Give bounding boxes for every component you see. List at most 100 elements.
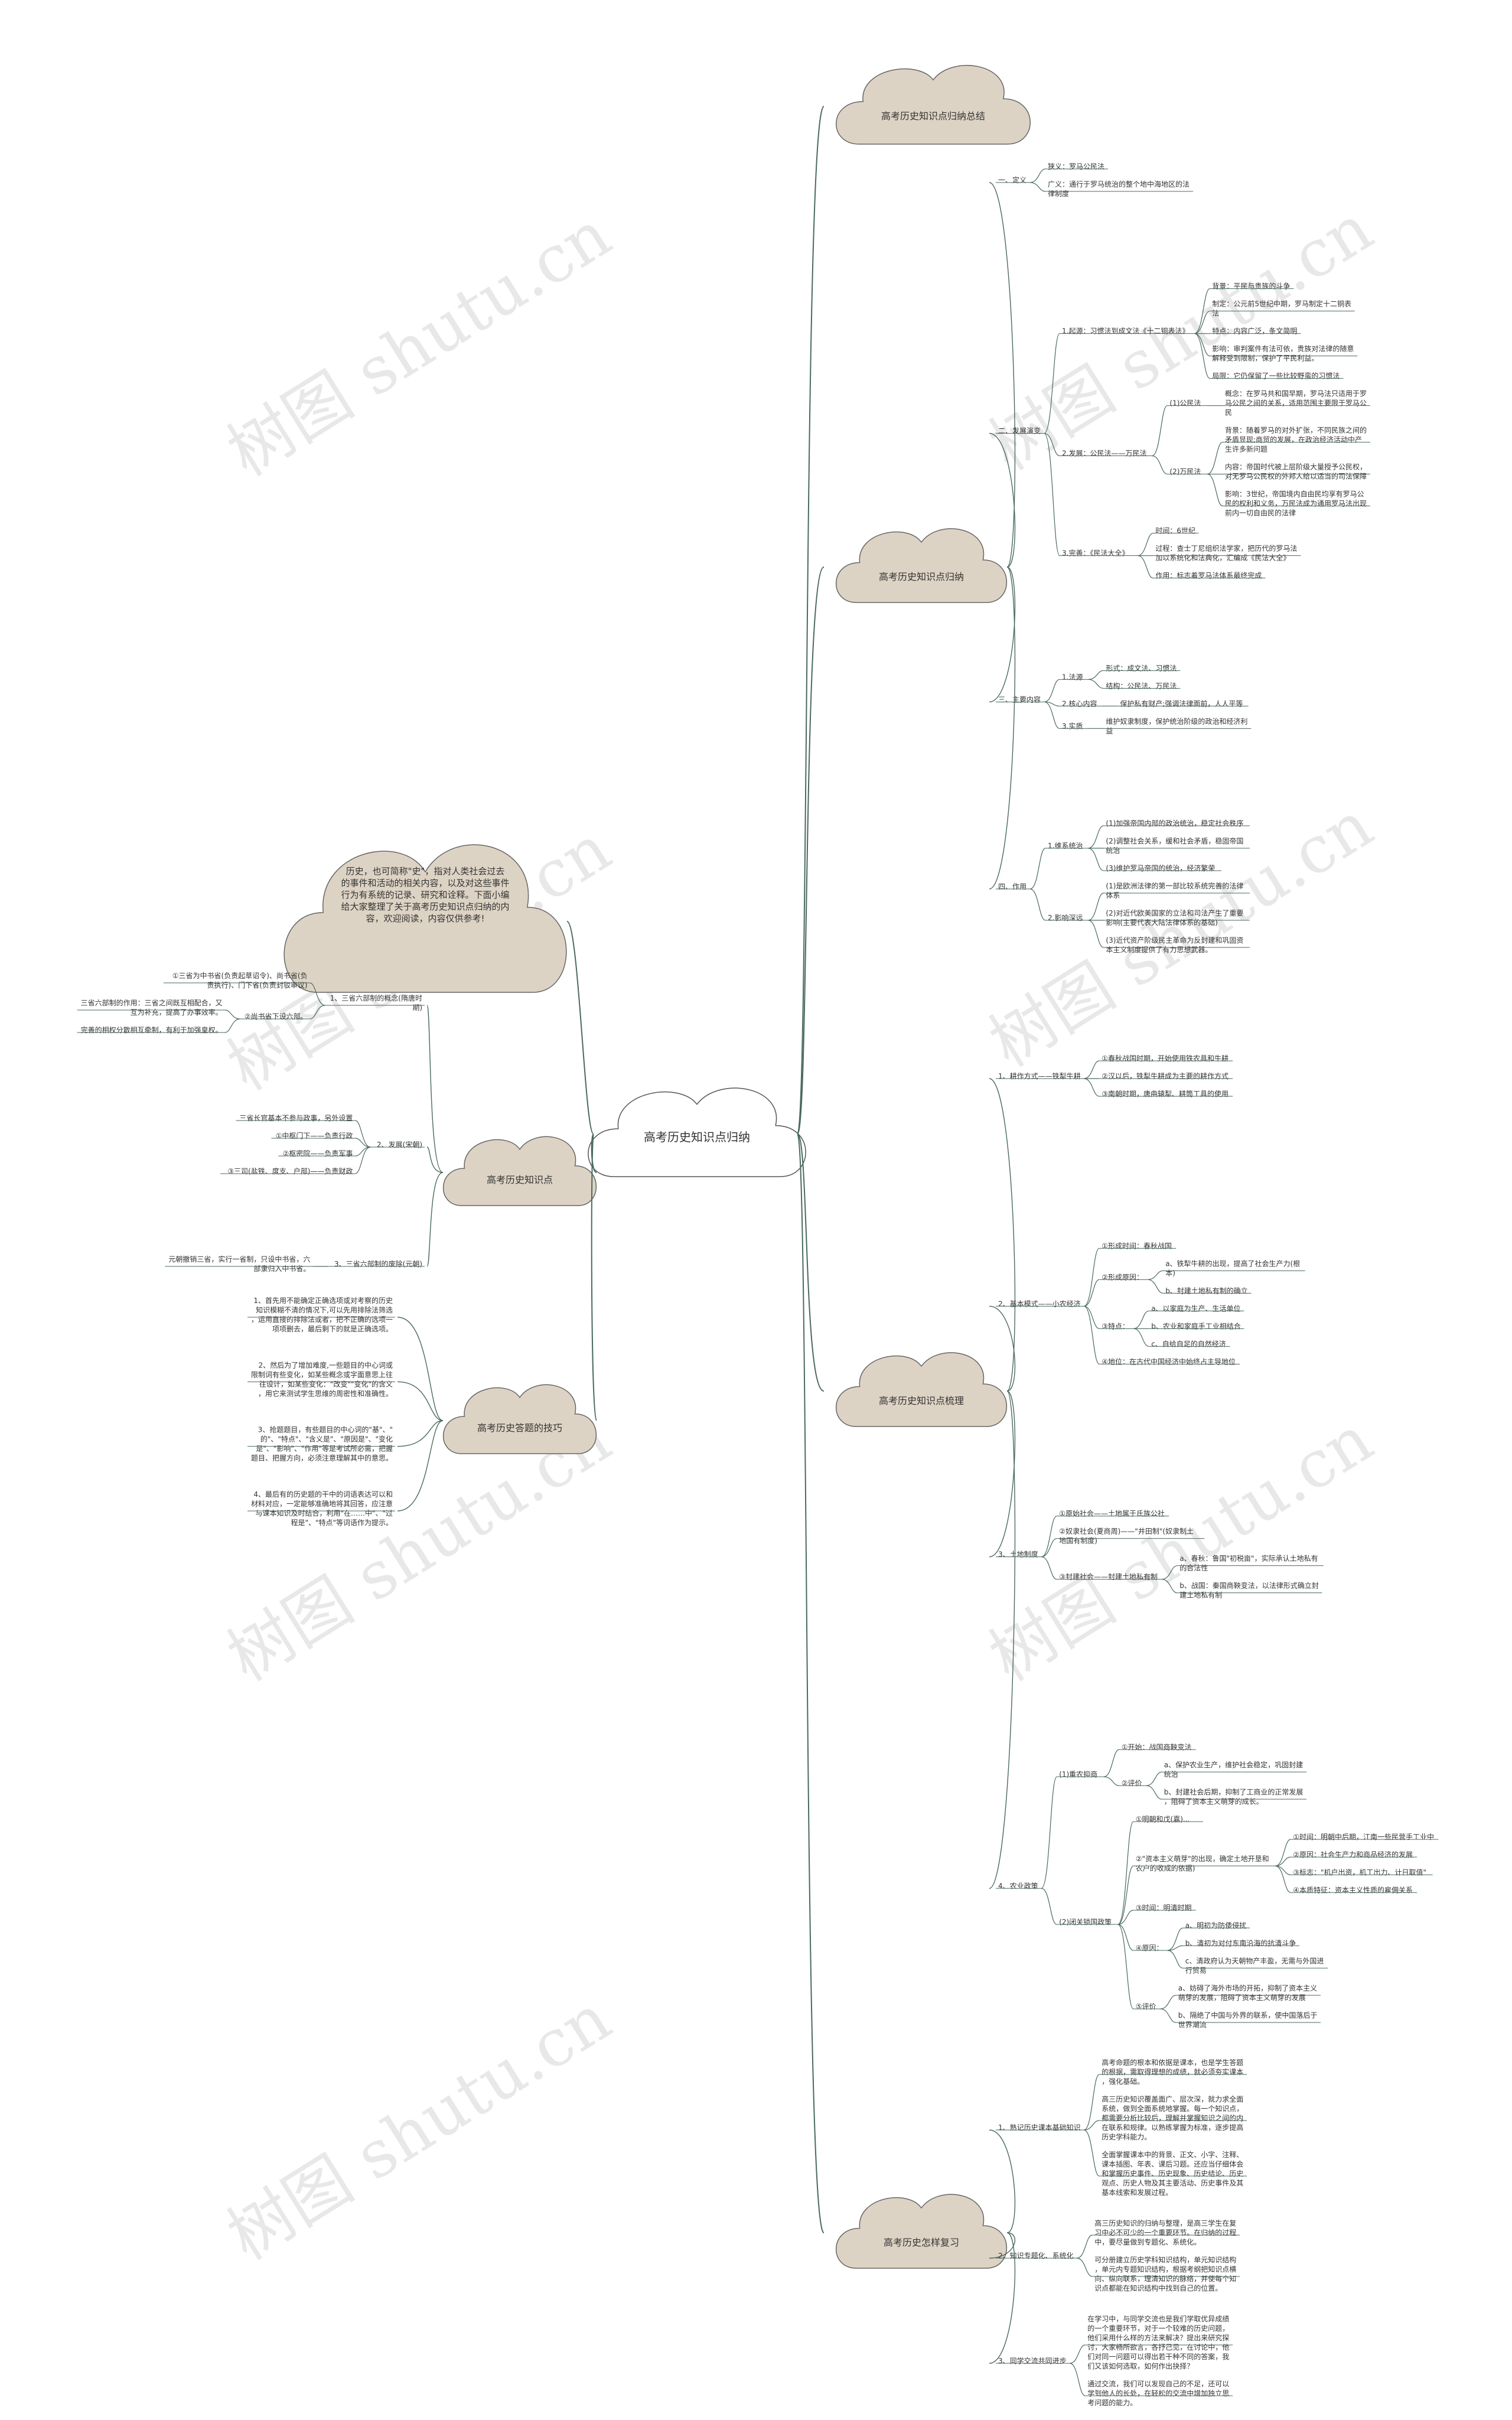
connector [1152, 405, 1168, 457]
topic-node: 作用：标志着罗马法体系最终完成 [1155, 571, 1262, 580]
topic-node: 三、主要内容 [998, 695, 1041, 703]
topic-node: 2.影响深远 [1048, 913, 1083, 922]
connector [989, 2232, 1016, 2364]
topic-node: (1)是欧洲法律的第一部比较系统完善的法律体系 [1106, 881, 1243, 900]
topic-node: 形式：成文法、习惯法 [1106, 663, 1177, 672]
topic-node: (1)公民法 [1169, 399, 1201, 408]
connector [1083, 2074, 1100, 2131]
topic-node: 2、基本模式——小农经济 [998, 1299, 1081, 1308]
connector [1029, 888, 1046, 921]
topic-node: 3、同学交流共同进步 [998, 2356, 1067, 2365]
topic-node: 1、熟记历史课本基础知识 [998, 2123, 1081, 2132]
connector [1207, 474, 1223, 507]
connector [1084, 1279, 1100, 1307]
connector [989, 566, 1016, 890]
topic-node: ③南朝时期，唐曲辕犁、耕筒工具的使用 [1102, 1089, 1228, 1098]
connector [1275, 1865, 1291, 1875]
topic-node: ②尚书省下设六部。 [245, 1012, 308, 1021]
topic-node: 三省六部制的作用：三省之间既互相配合，又互为补充，提高了办事效率。 [81, 998, 223, 1017]
connector [355, 1138, 371, 1148]
topic-node: 高考命题的根本和依据是课本，也是学生答题的根据，需取得理想的成绩，就必须夯实课本… [1102, 2058, 1243, 2086]
connector [989, 1078, 1016, 1392]
topic-node: 3、三省六部制的废除(元朝) [334, 1259, 422, 1268]
connector [397, 1420, 444, 1512]
branch-title: 高考历史知识点梳理 [879, 1395, 964, 1406]
topic-node: 广义：通行于罗马统治的整个地中海地区的法律制度 [1048, 180, 1190, 198]
topic-node: 3、抢题题目，有些题目的中心词的"基"、"的"、"特点"、"含义是"、"原因是"… [251, 1425, 393, 1463]
connector [989, 182, 1016, 568]
topic-node: 1.维系统治 [1048, 842, 1083, 850]
branch-connector [566, 921, 594, 1135]
topic-node: 狭义：罗马公民法 [1048, 162, 1104, 171]
root-title: 高考历史知识点归纳 [644, 1130, 750, 1144]
connector [1160, 1995, 1176, 2009]
topic-node: 背景：随着罗马的对外扩张，不同民族之间的矛盾显现;商贸的发展，在政治经济活动中产… [1225, 426, 1367, 454]
topic-node: a、铁犁牛耕的出现，提高了社会生产力(根本) [1165, 1259, 1300, 1277]
cloud-shape [836, 65, 1031, 145]
branch-connector [591, 1134, 597, 1421]
topic-node: 局限：它仍保留了一些比较野蛮的习惯法 [1212, 372, 1340, 380]
topic-node: ③时间：明清时期 [1136, 1904, 1192, 1912]
topic-node: ④本质特征：资本主义性质的雇佣关系 [1293, 1885, 1413, 1894]
topic-node: 四、作用 [998, 882, 1027, 891]
branch-connector [591, 1134, 597, 1173]
connector [1138, 555, 1153, 579]
connector [989, 566, 1016, 703]
topic-node: 4、农业政策 [998, 1882, 1038, 1890]
connector [1088, 893, 1104, 921]
connector [1146, 1785, 1162, 1800]
topic-node: ②评价 [1122, 1779, 1142, 1787]
connector [355, 1147, 371, 1157]
cloud-shape [442, 1136, 597, 1206]
connector [1041, 1776, 1057, 1889]
topic-node: ②"资本主义萌芽"的出现，确定土地开垦和农户的收成的依据) [1136, 1854, 1269, 1872]
topic-node: 时间：6世纪 [1155, 527, 1195, 535]
branch-node[interactable]: 高考历史答题的技巧 [442, 1384, 597, 1454]
topic-node: 3、土地制度 [998, 1550, 1038, 1559]
connector [1148, 1270, 1164, 1280]
topic-node: ②奴隶社会(夏商周)——"井田制"(奴隶制土地国有制度) [1059, 1527, 1194, 1545]
connector [1117, 1910, 1133, 1925]
connector [1044, 433, 1060, 556]
topic-node: (3)近代资产阶级民主革命为反封建和巩固资本主义制度提供了有力思想武器。 [1106, 936, 1243, 954]
connector [355, 1120, 371, 1148]
connector [355, 1147, 371, 1174]
branch-node[interactable]: 高考历史知识点 [442, 1136, 597, 1206]
connector [1070, 2344, 1086, 2364]
connector [1044, 333, 1060, 434]
branch-title: 高考历史答题的技巧 [477, 1422, 562, 1434]
connector [1084, 1078, 1100, 1097]
topic-node: a、以家庭为生产、生活单位 [1151, 1304, 1240, 1312]
connector [1194, 333, 1210, 379]
topic-node: 2.发展：公民法——万民法 [1062, 449, 1146, 458]
topic-node: ①三省为中书省(负责起草诏令)、尚书省(负责执行)、门下省(负责封驳审议) [172, 971, 308, 989]
topic-node: 全面掌握课本中的背景、正文、小字、注释、课本插图、年表、课后习题。还应当仔细体会… [1102, 2150, 1243, 2197]
connector [1041, 1516, 1057, 1558]
topic-node: 内容：帝国时代被上层阶级大量授予公民权，对无罗马公民权的外邦人给以适当的司法保障 [1225, 462, 1367, 481]
branch-node[interactable]: 高考历史知识点归纳 [836, 528, 1008, 603]
connector [1167, 1945, 1183, 1951]
connector [1084, 1305, 1100, 1329]
connector [1275, 1856, 1291, 1867]
connector [1167, 1927, 1184, 1951]
branch-connector [797, 566, 825, 1135]
topic-node: ③特点： [1102, 1321, 1129, 1330]
root-node[interactable]: 高考历史知识点归纳 [588, 1087, 806, 1177]
topic-node: ③标志："机户出资，机工出力、计日取值" [1293, 1868, 1426, 1877]
topic-node: b、封建社会后期，抑制了工商业的正常发展，阻碍了资本主义萌芽的成长。 [1164, 1787, 1304, 1806]
connector [1088, 825, 1104, 849]
connector [1207, 442, 1223, 475]
connector [426, 1172, 444, 1267]
topic-node: 1、耕作方式——铁犁牛耕 [998, 1071, 1081, 1080]
branch-node[interactable]: 高考历史知识点梳理 [836, 1352, 1008, 1427]
branch-node[interactable]: 高考历史知识点归纳总结 [836, 65, 1031, 145]
cloud-shape [588, 1087, 806, 1177]
topic-node: ③三司(盐铁、度支、户部)——负责财政 [227, 1167, 353, 1175]
branch-node[interactable]: 高考历史怎样复习 [836, 2194, 1008, 2269]
connector [1029, 182, 1046, 192]
topic-node: ②汉以后，铁犁牛耕成为主要的耕作方式 [1102, 1071, 1228, 1080]
connector [1103, 1776, 1119, 1786]
topic-node: ①原始社会——土地属于氏族公社 [1059, 1509, 1165, 1518]
intro-node[interactable]: 历史，也可简称"史"，指对人类社会过去的事件和活动的相关内容，以及对这些事件行为… [284, 844, 567, 993]
topic-node: 影响：3世纪，帝国境内自由民均享有罗马公民的权利和义务，万民法成为通用罗马法出现… [1225, 490, 1367, 517]
